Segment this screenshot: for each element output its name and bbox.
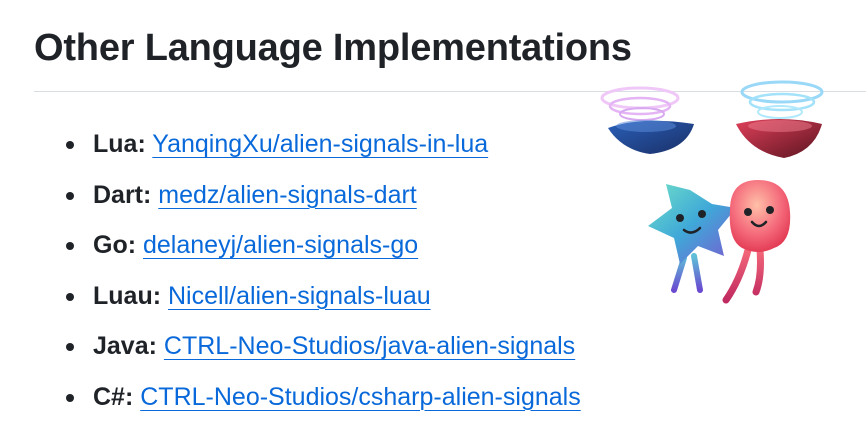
language-label: Lua: — [93, 130, 146, 158]
dart-repo-link[interactable]: medz/alien-signals-dart — [158, 180, 417, 209]
bullet-icon — [66, 242, 74, 250]
language-label: Java: — [93, 332, 157, 360]
language-label: C#: — [93, 382, 134, 411]
language-label: Dart: — [93, 180, 152, 209]
java-repo-link[interactable]: CTRL-Neo-Studios/java-alien-signals — [163, 332, 576, 360]
language-label: Luau: — [93, 281, 162, 310]
alien-mascots-illustration — [600, 80, 824, 304]
heading-divider — [34, 91, 866, 92]
bullet-icon — [66, 292, 74, 301]
lua-repo-link[interactable]: YanqingXu/alien-signals-in-lua — [152, 130, 489, 158]
blue-ufo-icon — [600, 86, 694, 154]
luau-repo-link[interactable]: Nicell/alien-signals-luau — [168, 281, 431, 310]
red-ufo-icon — [736, 80, 824, 158]
bullet-icon — [66, 191, 74, 200]
language-label: Go: — [93, 231, 137, 259]
bullet-icon — [66, 393, 74, 402]
bullet-icon — [66, 141, 74, 149]
section-heading: Other Language Implementations — [34, 27, 632, 69]
go-repo-link[interactable]: delaneyj/alien-signals-go — [143, 231, 419, 259]
csharp-repo-link[interactable]: CTRL-Neo-Studios/csharp-alien-signals — [140, 382, 581, 411]
star-alien-icon — [648, 184, 736, 293]
blob-alien-icon — [722, 180, 791, 304]
bullet-icon — [66, 343, 74, 351]
